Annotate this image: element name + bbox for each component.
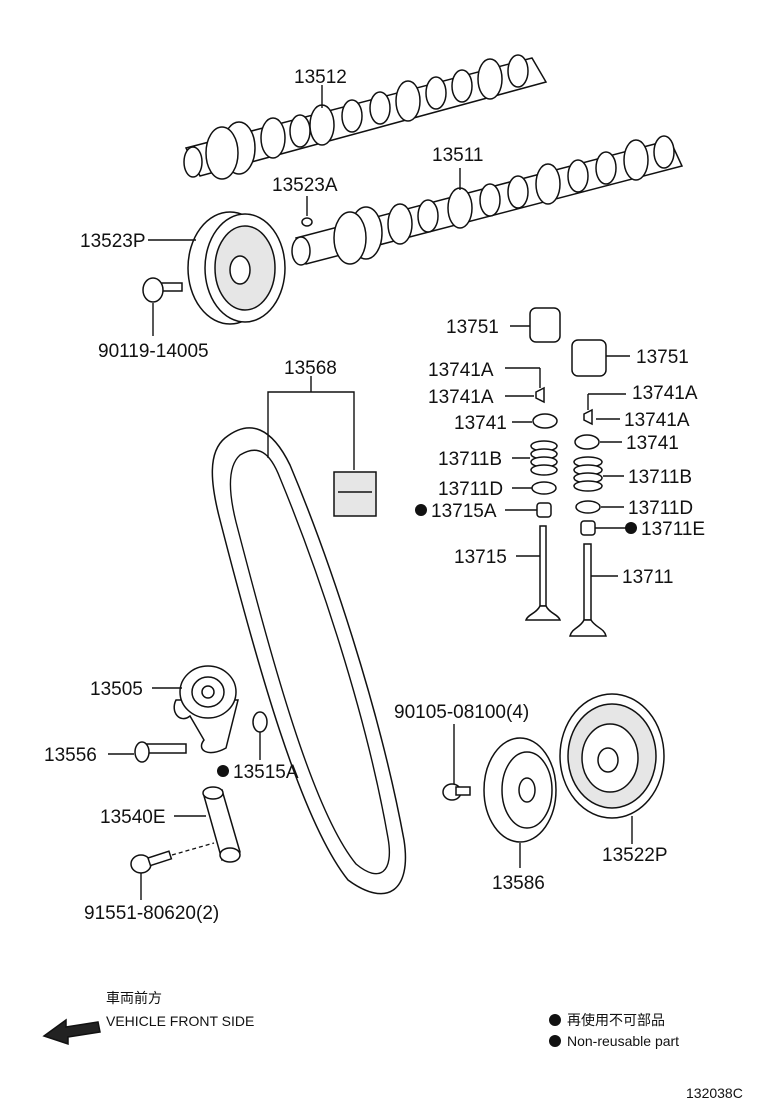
label-keeper-b1: 13741A <box>632 383 698 404</box>
retainer-left <box>532 413 558 429</box>
keeper-right <box>583 408 593 426</box>
label-crank-bolt: 90105-08100(4) <box>394 702 529 723</box>
label-idler-pulley: 13505 <box>90 679 143 700</box>
keeper-left <box>535 386 545 404</box>
valve-spring-right <box>573 456 603 492</box>
label-seat-left: 13711D <box>438 479 503 500</box>
knock-pin-13523A <box>301 217 313 227</box>
idler-washer-13515A <box>252 711 268 733</box>
direction-jp: 車両前方 <box>106 990 162 1006</box>
camshaft-13512 <box>183 54 548 180</box>
spring-seat-left <box>531 481 557 495</box>
label-idler-washer: 13515A <box>233 762 299 783</box>
legend-dot-icon <box>549 1014 561 1026</box>
spring-seat-right <box>575 500 601 514</box>
label-knock-pin-13523A: 13523A <box>272 175 338 196</box>
label-keeper-a2: 13741A <box>428 387 494 408</box>
label-intake-valve: 13711 <box>622 567 673 588</box>
tensioner-13540E <box>202 786 241 863</box>
label-cam-pulley-13523P: 13523P <box>80 231 146 252</box>
camshaft-13511 <box>291 135 684 266</box>
label-retainer-right: 13741 <box>626 433 679 454</box>
label-keeper-b2: 13741A <box>624 410 690 431</box>
label-tensioner: 13540E <box>100 807 166 828</box>
label-seat-right: 13711D <box>628 498 693 519</box>
label-crank-timing-pulley: 13522P <box>602 845 668 866</box>
intake-valve-13711 <box>569 543 607 637</box>
label-camshaft-13511: 13511 <box>432 145 483 166</box>
bolt-90119-14005 <box>142 277 183 303</box>
label-timing-belt-13568: 13568 <box>284 358 337 379</box>
label-spring-left: 13711B <box>438 449 502 470</box>
crank-pulley-13586 <box>483 737 557 843</box>
label-lifter-left: 13751 <box>446 317 499 338</box>
label-tensioner-bolt: 91551-80620(2) <box>84 903 219 924</box>
label-keeper-a1: 13741A <box>428 360 494 381</box>
crank-bolt-90105-08100 <box>442 783 471 801</box>
label-lifter-right: 13751 <box>636 347 689 368</box>
oil-seal-left <box>536 502 552 518</box>
oil-seal-right <box>580 520 596 536</box>
exhaust-valve-13715 <box>524 525 562 621</box>
label-idler-bolt: 13556 <box>44 745 97 766</box>
label-oil-seal-right: 13711E <box>641 519 705 540</box>
retainer-right <box>574 434 600 450</box>
valve-spring-left <box>530 440 558 476</box>
label-exhaust-valve: 13715 <box>454 547 507 568</box>
cam-pulley-13523P <box>187 211 286 325</box>
label-spring-right: 13711B <box>628 467 692 488</box>
label-camshaft-13512: 13512 <box>294 67 347 88</box>
legend-dot-icon <box>549 1035 561 1047</box>
label-retainer-left: 13741 <box>454 413 507 434</box>
valve-lifter-left <box>529 307 561 343</box>
valve-lifter-right <box>571 339 607 377</box>
figure-id: 132038C <box>686 1085 743 1101</box>
legend-jp: 再使用不可部品 <box>567 1012 665 1028</box>
label-bolt-90119-14005: 90119-14005 <box>98 341 209 362</box>
tensioner-bolt-91551-80620 <box>130 850 173 874</box>
timing-belt-13568 <box>211 427 407 895</box>
idler-bolt-13556 <box>134 741 187 763</box>
crank-timing-pulley-13522P <box>559 693 665 819</box>
direction-en: VEHICLE FRONT SIDE <box>106 1013 254 1029</box>
label-crank-pulley: 13586 <box>492 873 545 894</box>
label-oil-seal-left: 13715A <box>431 501 497 522</box>
idler-pulley-13505 <box>173 665 239 754</box>
arrow-front-icon <box>42 1018 101 1046</box>
legend-en: Non-reusable part <box>567 1033 679 1049</box>
